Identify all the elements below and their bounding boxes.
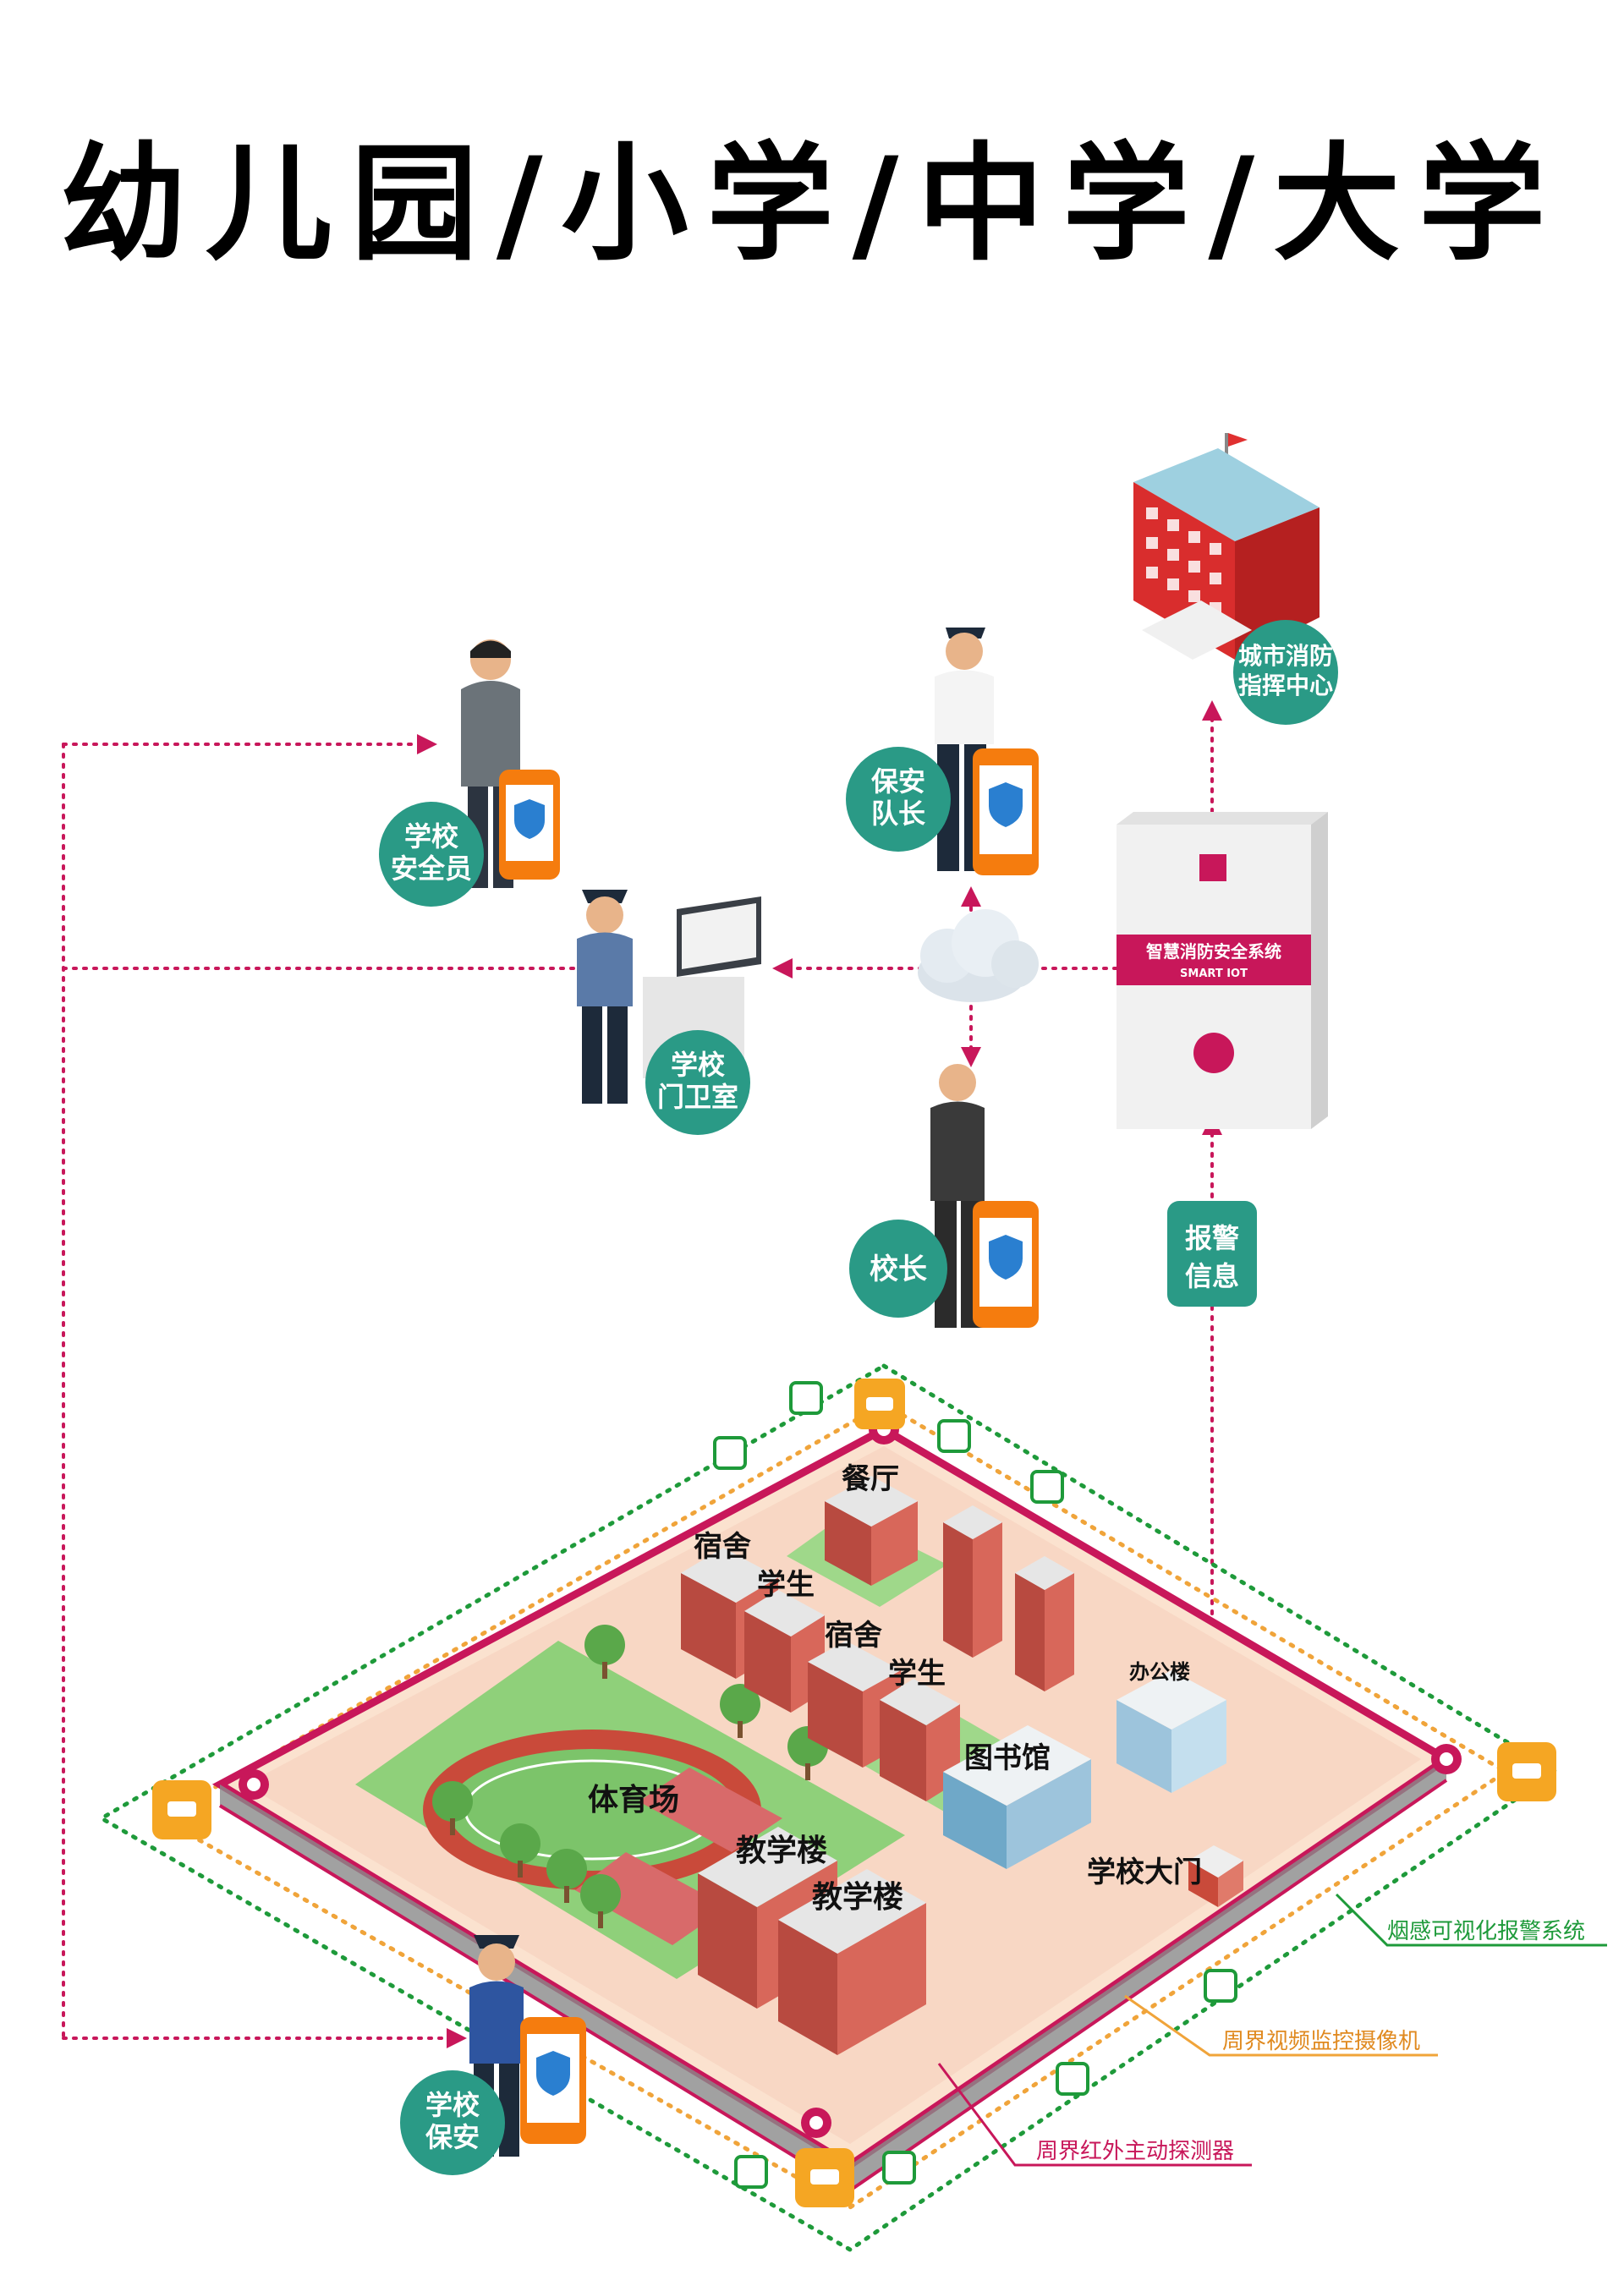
security-captain-line1: 保安 bbox=[871, 765, 925, 798]
label-canteen: 餐厅 bbox=[842, 1462, 899, 1496]
person-gatehouse-guard bbox=[577, 890, 633, 1104]
badge-principal: 校长 bbox=[849, 1220, 947, 1318]
smart-fire-system-server: 智慧消防安全系统 SMART IOT bbox=[1116, 812, 1328, 1129]
phone-safety-officer bbox=[499, 770, 560, 880]
phone-security-captain bbox=[973, 748, 1039, 875]
alarm-line1: 报警 bbox=[1185, 1222, 1239, 1254]
gatehouse-line2: 门卫室 bbox=[657, 1081, 738, 1113]
callout-smoke: 烟感可视化报警系统 bbox=[1387, 1919, 1585, 1944]
building-office bbox=[1116, 1670, 1226, 1793]
label-teaching-1: 教学楼 bbox=[736, 1833, 827, 1868]
label-dorm-2b: 学生 bbox=[888, 1657, 946, 1691]
building-canteen bbox=[825, 1476, 918, 1586]
building-towers bbox=[943, 1505, 1074, 1691]
trees bbox=[432, 1625, 828, 1928]
principal-label: 校长 bbox=[870, 1253, 927, 1286]
label-dorm-1b: 学生 bbox=[757, 1568, 815, 1602]
fire-center-line2: 指挥中心 bbox=[1238, 672, 1333, 699]
perimeter-cameras bbox=[152, 1379, 1556, 2207]
server-name: 智慧消防安全系统 bbox=[1146, 941, 1281, 962]
phone-principal bbox=[973, 1201, 1039, 1328]
callout-infrared: 周界红外主动探测器 bbox=[1036, 2139, 1234, 2164]
smoke-perimeter bbox=[96, 1363, 1561, 2252]
callouts bbox=[937, 1893, 1607, 2167]
smoke-sensors bbox=[713, 1381, 1237, 2189]
security-captain-line2: 队长 bbox=[871, 798, 925, 830]
badge-school-guard: 学校 保安 bbox=[400, 2070, 505, 2175]
phone-school-guard bbox=[520, 2017, 586, 2144]
alarm-line2: 信息 bbox=[1185, 1260, 1239, 1292]
school-guard-line2: 保安 bbox=[425, 2121, 480, 2153]
alarm-info-badge: 报警 信息 bbox=[1167, 1201, 1257, 1307]
label-school-gate: 学校大门 bbox=[1087, 1856, 1202, 1889]
campus: 宿舍 学生 宿舍 学生 餐厅 体育场 图书馆 办公楼 教学楼 教学楼 学校大门 bbox=[96, 1363, 1561, 2252]
label-dorm-1a: 宿舍 bbox=[694, 1530, 751, 1564]
fire-center-building bbox=[1133, 433, 1320, 660]
camera-perimeter bbox=[156, 1401, 1510, 2210]
callout-camera: 周界视频监控摄像机 bbox=[1222, 2029, 1420, 2054]
safety-officer-line1: 学校 bbox=[404, 820, 458, 852]
building-dorm-2 bbox=[808, 1641, 960, 1801]
safety-officer-line2: 安全员 bbox=[391, 852, 472, 885]
building-teaching-2 bbox=[778, 1869, 926, 2055]
school-guard-line1: 学校 bbox=[425, 2089, 480, 2121]
building-dorm-1 bbox=[681, 1548, 825, 1713]
gatehouse-line1: 学校 bbox=[671, 1049, 725, 1081]
label-stadium: 体育场 bbox=[588, 1783, 679, 1817]
fire-center-line1: 城市消防 bbox=[1238, 642, 1333, 670]
label-dorm-2a: 宿舍 bbox=[825, 1619, 882, 1653]
server-sub: SMART IOT bbox=[1180, 968, 1248, 980]
label-teaching-2: 教学楼 bbox=[812, 1879, 903, 1915]
badge-gatehouse: 学校 门卫室 bbox=[645, 1030, 750, 1135]
connection-lines bbox=[62, 700, 1222, 2048]
page-title: 幼儿园/小学/中学/大学 bbox=[59, 131, 1565, 278]
building-labels: 宿舍 学生 宿舍 学生 餐厅 体育场 图书馆 办公楼 教学楼 教学楼 学校大门 bbox=[588, 1462, 1202, 1915]
building-library bbox=[943, 1725, 1091, 1869]
cloud-icon bbox=[918, 909, 1039, 1002]
badge-safety-officer: 学校 安全员 bbox=[379, 802, 484, 907]
badge-security-captain: 保安 队长 bbox=[846, 747, 951, 852]
label-library: 图书馆 bbox=[964, 1741, 1051, 1775]
fire-center-badge: 城市消防 指挥中心 bbox=[1233, 620, 1338, 725]
school-gate bbox=[1188, 1845, 1243, 1907]
label-office: 办公楼 bbox=[1129, 1660, 1190, 1684]
